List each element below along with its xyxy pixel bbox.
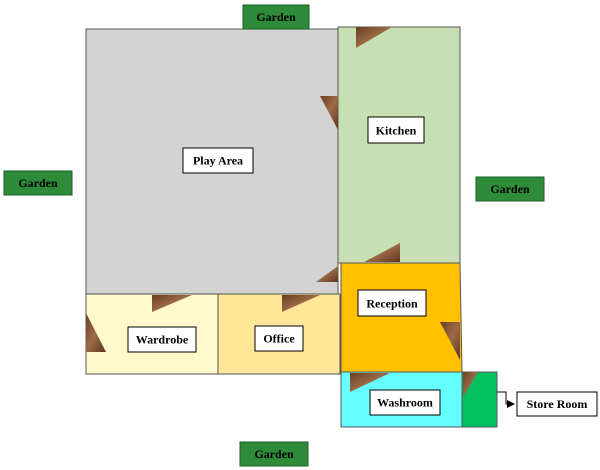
door-washroom-top (350, 373, 390, 392)
svg-text:Play Area: Play Area (193, 154, 243, 168)
garden-right-label: Garden (475, 176, 545, 202)
door-wardrobe-top (152, 295, 192, 312)
garden-bottom-label: Garden (239, 441, 309, 467)
garden-left-label: Garden (3, 170, 73, 196)
kitchen-room (337, 26, 461, 264)
svg-text:Garden: Garden (490, 182, 530, 196)
door-reception-top (364, 243, 400, 262)
svg-text:Office: Office (263, 332, 295, 346)
washroom-label: Washroom (369, 389, 441, 416)
door-kitchen-top (356, 27, 392, 48)
svg-text:Garden: Garden (256, 10, 296, 24)
door-reception-right (440, 322, 460, 360)
store-closet (461, 371, 498, 428)
door-kitchen-left (320, 96, 338, 130)
office-label: Office (254, 325, 304, 352)
kitchen-label: Kitchen (367, 116, 425, 144)
svg-text:Wardrobe: Wardrobe (136, 333, 189, 347)
store-room-label: Store Room (516, 391, 598, 417)
svg-text:Garden: Garden (254, 447, 294, 461)
svg-text:Kitchen: Kitchen (376, 124, 417, 138)
svg-text:Garden: Garden (18, 176, 58, 190)
svg-text:Store Room: Store Room (527, 397, 588, 411)
svg-text:Washroom: Washroom (377, 396, 433, 410)
wardrobe-label: Wardrobe (127, 326, 197, 353)
door-play-area-bottom (316, 266, 338, 282)
play-area-label: Play Area (182, 147, 254, 174)
reception-label: Reception (357, 289, 427, 317)
reception-room (340, 262, 463, 373)
svg-text:Reception: Reception (366, 297, 418, 311)
garden-top-label: Garden (242, 4, 310, 30)
store-room-arrow (497, 391, 515, 408)
door-store-closet (463, 372, 478, 397)
door-wardrobe-left (86, 313, 106, 352)
door-office-top (282, 295, 320, 312)
